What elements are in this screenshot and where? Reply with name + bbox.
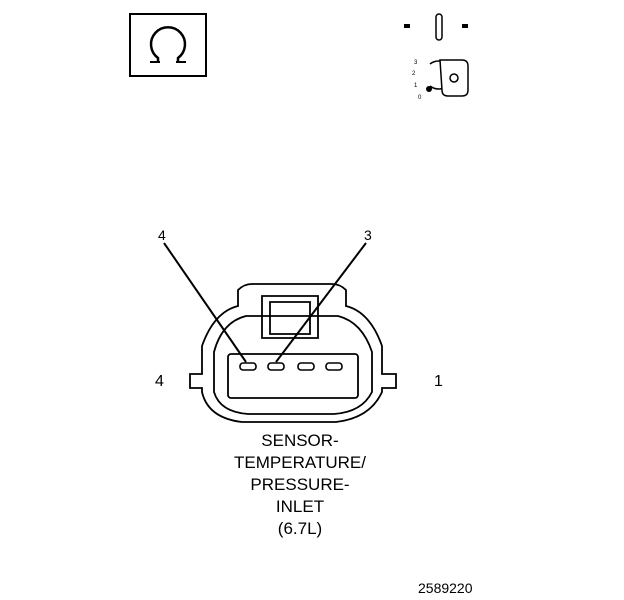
pin-cavity-4 — [239, 362, 257, 371]
callout-label-3: 3 — [364, 227, 372, 243]
pin-cavity-2 — [297, 362, 315, 371]
figure-number: 2589220 — [418, 580, 473, 596]
pin-cavities — [239, 362, 343, 371]
connector-side-label-4: 4 — [155, 373, 164, 390]
callout-line-pin-3 — [275, 242, 367, 363]
ignition-position-0: 0 — [418, 95, 422, 101]
callout-lines — [163, 242, 367, 363]
ignition-position-2: 2 — [412, 71, 416, 77]
callout-label-4: 4 — [158, 227, 166, 243]
ignition-switch-icon — [404, 13, 469, 97]
ignition-position-1: 1 — [414, 83, 418, 89]
callout-line-pin-4 — [163, 242, 247, 363]
caption-line-5: (6.7L) — [277, 519, 323, 538]
caption-line-4: INLET — [275, 497, 325, 516]
caption-line-2: TEMPERATURE/ — [234, 453, 366, 472]
connector-body — [189, 283, 397, 423]
pin-cavity-3 — [267, 362, 285, 371]
connector-side-label-1: 1 — [434, 373, 443, 390]
caption-line-1: SENSOR- — [261, 431, 339, 450]
ohmmeter-icon — [129, 13, 207, 77]
connector-caption: SENSOR- TEMPERATURE/ PRESSURE- INLET (6.… — [180, 430, 420, 540]
pin-cavity-1 — [325, 362, 343, 371]
ignition-position-3: 3 — [414, 60, 418, 66]
caption-line-3: PRESSURE- — [250, 475, 350, 494]
